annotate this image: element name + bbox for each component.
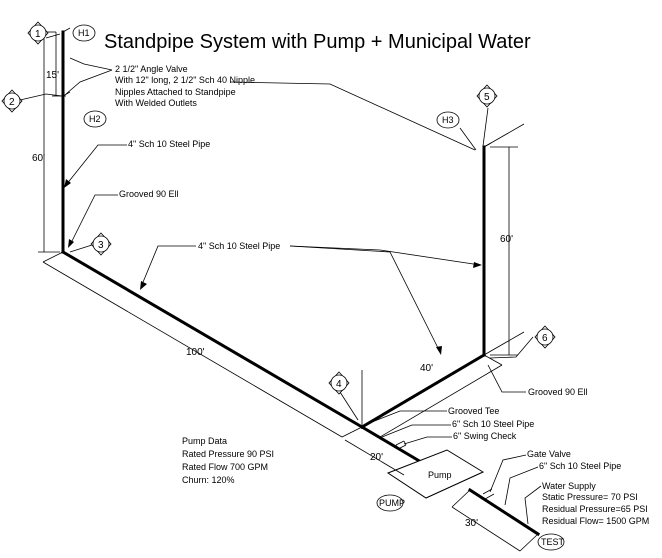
leader-h3	[459, 127, 477, 151]
dim-60-left: 60'	[32, 153, 45, 164]
leader-node1	[45, 33, 61, 39]
svg-text:Nipples Attached to Standpipe: Nipples Attached to Standpipe	[115, 87, 236, 97]
water-supply-block: Water Supply Static Pressure= 70 PSI Res…	[542, 481, 649, 526]
hose-tag-h3	[436, 111, 460, 129]
leader-ell-right	[487, 364, 526, 393]
dim-60-right: 60'	[500, 234, 513, 245]
leader-tee	[366, 410, 447, 425]
leader-angle-valve	[69, 57, 113, 71]
svg-text:H2: H2	[89, 114, 101, 124]
svg-text:Static Pressure= 70 PSI: Static Pressure= 70 PSI	[542, 492, 638, 502]
pump-tag	[376, 494, 404, 512]
leader-water-supply	[524, 485, 542, 525]
leader-swing-check	[403, 436, 452, 445]
svg-text:Residual Flow= 1500 GPM: Residual Flow= 1500 GPM	[542, 516, 649, 526]
test-tag	[537, 533, 565, 551]
leader-6in-pipe-b	[504, 466, 539, 506]
svg-text:TEST: TEST	[541, 537, 565, 547]
svg-text:With Welded Outlets: With Welded Outlets	[115, 98, 197, 108]
leader-ell-left	[69, 194, 118, 246]
dim-ext-top-right	[483, 123, 525, 148]
callout-6in-pipe-b: 6" Sch 10 Steel Pipe	[539, 461, 621, 471]
callout-gate-valve: Gate Valve	[527, 449, 571, 459]
dim-line-100	[42, 261, 343, 438]
svg-text:3: 3	[98, 240, 104, 251]
svg-text:Rated Flow 700 GPM: Rated Flow 700 GPM	[182, 462, 268, 472]
hose-tag-h2	[83, 110, 107, 128]
leader-node4	[339, 391, 359, 421]
svg-text:2: 2	[9, 97, 15, 108]
leader-gate-valve	[489, 454, 527, 493]
leader-node5	[482, 107, 489, 147]
dim-line-30	[451, 506, 521, 552]
leader-6in-pipe-a	[381, 424, 451, 438]
svg-text:Residual Pressure=65 PSI: Residual Pressure=65 PSI	[542, 504, 648, 514]
callout-ell-right: Grooved 90 Ell	[528, 387, 588, 397]
hose-tag-h1	[72, 24, 96, 42]
dim-line-40	[379, 364, 503, 438]
svg-text:4: 4	[336, 379, 342, 390]
leader-pipe-riser-left	[65, 144, 127, 186]
pump-data-block: Pump Data Rated Pressure 90 PSI Rated Fl…	[182, 436, 274, 485]
dim-40: 40'	[420, 363, 433, 374]
dim-line-20	[344, 439, 405, 476]
dim-100: 100'	[186, 347, 205, 358]
leader-node3	[69, 244, 93, 253]
pump-box-label: Pump	[428, 470, 452, 480]
horizontal-pipe-100ft	[60, 249, 365, 430]
svg-text:Pump Data: Pump Data	[182, 436, 227, 446]
svg-text:H1: H1	[78, 28, 90, 38]
callout-swing-check: 6" Swing Check	[453, 431, 517, 441]
svg-text:5: 5	[484, 92, 490, 103]
dim-15: 15'	[46, 70, 59, 81]
svg-text:Churn: 120%: Churn: 120%	[182, 475, 235, 485]
callout-pipe-riser-left: 4" Sch 10 Steel Pipe	[128, 139, 210, 149]
hose-valve-h1	[62, 27, 71, 33]
dim-30: 30'	[465, 518, 478, 529]
leader-angle-valve-right	[229, 81, 476, 151]
leader-node6	[489, 336, 534, 359]
svg-text:2 1/2" Angle Valve: 2 1/2" Angle Valve	[115, 64, 188, 74]
pump-box	[386, 449, 485, 499]
callout-pipe-horizontal: 4" Sch 10 Steel Pipe	[198, 241, 280, 251]
callout-6in-pipe-a: 6" Sch 10 Steel Pipe	[452, 419, 534, 429]
callout-angle-valve: 2 1/2" Angle Valve With 12" long, 2 1/2"…	[115, 64, 255, 108]
leader-node2	[19, 93, 63, 101]
swing-check-symbol	[395, 440, 405, 446]
svg-text:Rated Pressure 90 PSI: Rated Pressure 90 PSI	[182, 449, 274, 459]
leader-pipe-horizontal	[140, 245, 196, 288]
dim-20: 20'	[370, 452, 383, 463]
svg-text:With 12" long, 2 1/2" Sch 40 N: With 12" long, 2 1/2" Sch 40 Nipple	[115, 75, 255, 85]
svg-text:Water Supply: Water Supply	[542, 481, 596, 491]
horizontal-pipe-40ft	[359, 352, 487, 430]
callout-ell-left: Grooved 90 Ell	[119, 189, 179, 199]
svg-text:PUMP: PUMP	[379, 498, 405, 508]
callout-tee: Grooved Tee	[448, 406, 499, 416]
svg-text:H3: H3	[442, 115, 454, 125]
svg-text:6: 6	[542, 333, 548, 344]
supply-pipe-30ft	[467, 487, 541, 537]
svg-text:1: 1	[35, 29, 41, 40]
diagram-title: Standpipe System with Pump + Municipal W…	[104, 31, 531, 53]
